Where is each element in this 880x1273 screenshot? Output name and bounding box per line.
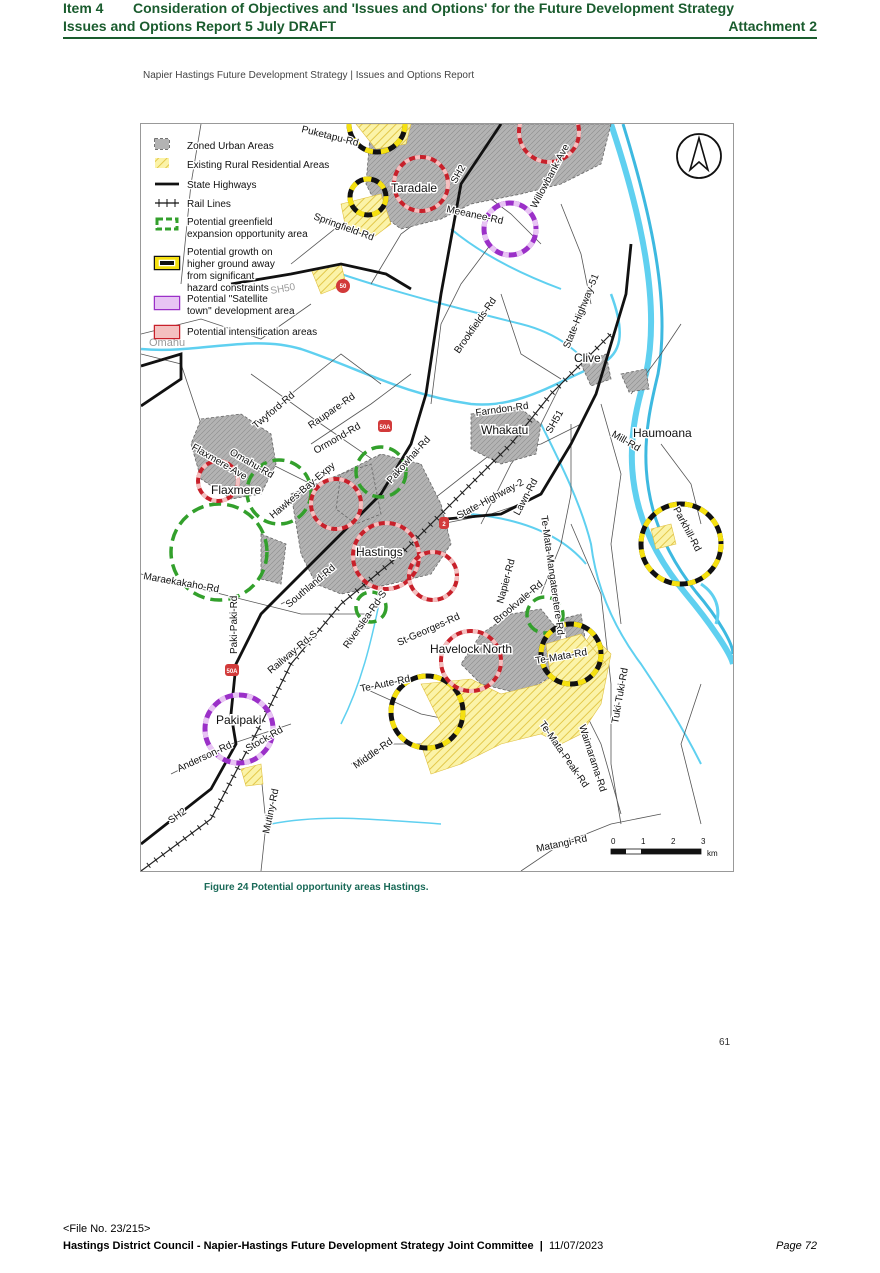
item-label: Item 4 xyxy=(63,0,104,16)
legend-item-line: Potential "Satellite xyxy=(187,294,268,305)
legend-item-line: from significant xyxy=(187,271,254,282)
svg-text:50A: 50A xyxy=(226,669,238,675)
road-label: Mutiny-Rd xyxy=(261,788,281,835)
item-title: Consideration of Objectives and 'Issues … xyxy=(133,0,734,16)
legend-item: Existing Rural Residential Areas xyxy=(187,160,329,171)
shield-sh50a-north: 50A xyxy=(378,420,392,432)
place-hastings: Hastings xyxy=(356,545,403,559)
place-flaxmere: Flaxmere xyxy=(211,483,261,497)
svg-text:2: 2 xyxy=(442,522,446,528)
north-arrow-icon xyxy=(676,133,722,179)
legend-item: State Highways xyxy=(187,180,256,191)
legend-item-line: expansion opportunity area xyxy=(187,229,308,240)
place-clive: Clive xyxy=(574,351,601,365)
road-label: Te-Aute-Rd xyxy=(359,674,411,695)
road-label: SH51 xyxy=(544,408,566,436)
legend-swatch-urban xyxy=(154,138,170,150)
page-header-line1: Item 4 Consideration of Objectives and '… xyxy=(63,0,817,18)
svg-text:50A: 50A xyxy=(379,425,391,431)
satellite-town-areas xyxy=(202,200,539,766)
legend-swatch-intensification xyxy=(153,324,181,340)
greenfield-areas xyxy=(169,445,565,635)
footer-committee-line: Hastings District Council - Napier-Hasti… xyxy=(63,1240,603,1252)
legend-item-line: Potential growth on xyxy=(187,247,273,258)
road-label: SH50 xyxy=(270,282,297,297)
road-label: Twyford-Rd xyxy=(251,390,297,431)
place-haumoana: Haumoana xyxy=(633,426,692,440)
legend-item-line: town" development area xyxy=(187,306,295,317)
road-label: State-Highway-51 xyxy=(562,272,602,350)
shield-sh50a-south: 50A xyxy=(225,664,239,676)
legend-swatch-satellite xyxy=(153,295,181,311)
road-label: Matangi-Rd xyxy=(535,833,588,855)
footer-committee: Hastings District Council - Napier-Hasti… xyxy=(63,1240,534,1252)
footer-date: 11/07/2023 xyxy=(548,1240,604,1252)
scale-bar: 0 1 2 3 km xyxy=(610,837,718,858)
shield-sh2: 2 xyxy=(439,517,449,529)
scale-tick: 2 xyxy=(671,837,676,846)
highway-shields: 50 50A 2 50A xyxy=(225,279,449,676)
attachment-label: Attachment 2 xyxy=(728,18,817,34)
footer-file-no: <File No. 23/215> xyxy=(63,1223,151,1235)
road-label: Maraekakaho-Rd xyxy=(142,571,219,595)
place-pakipaki: Pakipaki xyxy=(216,713,261,727)
place-taradale: Taradale xyxy=(391,181,437,195)
intensification-areas xyxy=(196,124,581,693)
legend-item: Potential intensification areas xyxy=(187,327,317,338)
legend-item-line: higher ground away xyxy=(187,259,275,270)
page-header-line2: Issues and Options Report 5 July DRAFT A… xyxy=(63,18,817,39)
scale-tick: 0 xyxy=(611,837,616,846)
map-svg: 50 50A 2 50A Puketapu-Rd SH2 Meeanee-Rd … xyxy=(141,124,733,871)
legend-item-line: Potential greenfield xyxy=(187,217,273,228)
report-label: Issues and Options Report 5 July DRAFT xyxy=(63,18,337,34)
road-label: Brookfields-Rd xyxy=(452,296,499,356)
shield-sh50: 50 xyxy=(336,279,350,293)
road-label: Tuki-Tuki-Rd xyxy=(610,667,631,725)
map-legend: Zoned Urban Areas Existing Rural Residen… xyxy=(153,138,331,340)
place-havelock-north: Havelock North xyxy=(430,642,512,656)
footer-page: Page 72 xyxy=(776,1240,817,1252)
scale-tick: 1 xyxy=(641,837,646,846)
scale-unit: km xyxy=(707,849,718,858)
report-subtitle: Napier Hastings Future Development Strat… xyxy=(143,70,475,81)
road-label: Middle-Rd xyxy=(351,736,395,771)
footer-separator: | xyxy=(539,1240,543,1252)
legend-swatch-rural xyxy=(155,158,169,168)
state-highways xyxy=(141,124,633,846)
water-features xyxy=(141,124,733,825)
legend-item: Zoned Urban Areas xyxy=(187,141,274,152)
higher-ground-areas xyxy=(346,124,724,751)
opportunity-map: 50 50A 2 50A Puketapu-Rd SH2 Meeanee-Rd … xyxy=(140,123,734,872)
page-number: 61 xyxy=(719,1037,731,1048)
scale-tick: 3 xyxy=(701,837,706,846)
figure-caption: Figure 24 Potential opportunity areas Ha… xyxy=(204,882,429,893)
road-label: Railway-Rd-S xyxy=(266,628,320,676)
svg-text:50: 50 xyxy=(340,284,347,290)
rail-lines xyxy=(141,331,614,871)
legend-swatch-greenfield xyxy=(155,217,179,231)
legend-item-line: hazard constraints xyxy=(187,283,269,294)
road-label: Paki-Paki-Rd xyxy=(229,596,240,654)
place-whakatu: Whakatu xyxy=(481,423,528,437)
legend-item: Rail Lines xyxy=(187,199,231,210)
